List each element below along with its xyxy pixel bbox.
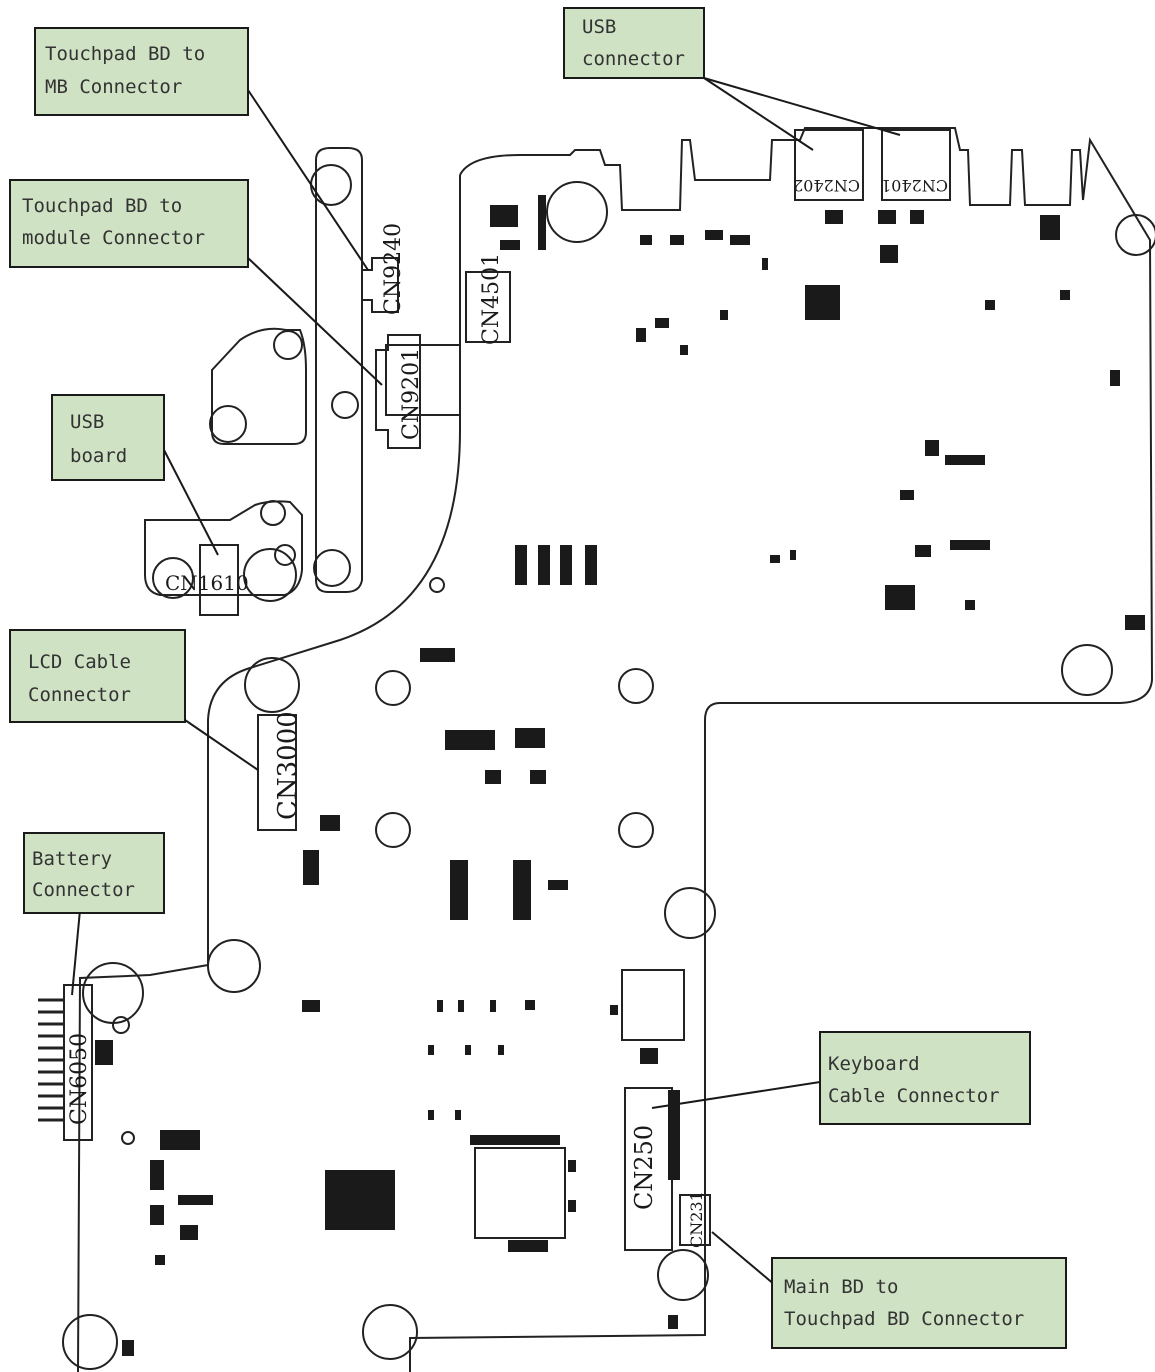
callout-main-touchpad-line2: Touchpad BD Connector <box>784 1308 1024 1330</box>
callout-keyboard-line2: Cable Connector <box>828 1085 1000 1107</box>
callout-touchpad-module-line2: module Connector <box>22 227 205 249</box>
callout-touchpad-mb-line2: MB Connector <box>45 76 182 98</box>
callout-battery: Battery Connector <box>23 832 165 914</box>
callout-usb-connector-line2: connector <box>582 48 685 70</box>
callout-main-touchpad: Main BD to Touchpad BD Connector <box>771 1257 1067 1349</box>
ref-cn250: CN250 <box>630 1125 658 1210</box>
callout-usb-connector-line1: USB <box>582 16 616 38</box>
ref-cn231: CN231 <box>687 1191 706 1248</box>
ref-cn6050: CN6050 <box>67 1033 92 1125</box>
callout-keyboard-line1: Keyboard <box>828 1053 920 1075</box>
mounting-holes <box>62 164 1155 1370</box>
callout-touchpad-module: Touchpad BD to module Connector <box>9 179 249 268</box>
callout-touchpad-module-line1: Touchpad BD to <box>22 195 182 217</box>
battery-pins <box>38 998 64 1122</box>
callout-usb-board: USB board <box>51 394 165 481</box>
callout-lcd-cable-line1: LCD Cable <box>28 651 131 673</box>
ref-cn9240: CN9240 <box>381 223 406 315</box>
leader-lines <box>71 77 901 1286</box>
smd-components <box>95 195 1145 1356</box>
callout-battery-line1: Battery <box>32 848 112 870</box>
callout-main-touchpad-line1: Main BD to <box>784 1276 898 1298</box>
ref-cn3000: CN3000 <box>273 711 303 820</box>
callout-usb-connector: USB connector <box>563 7 705 79</box>
board-outline <box>77 127 1154 1372</box>
callout-usb-board-line1: USB <box>70 411 104 433</box>
ref-cn4501: CN4501 <box>479 253 504 345</box>
callout-usb-board-line2: board <box>70 445 127 467</box>
callout-lcd-cable-line2: Connector <box>28 684 131 706</box>
ref-cn2402: CN2402 <box>793 176 860 195</box>
callout-touchpad-mb-line1: Touchpad BD to <box>45 43 205 65</box>
callout-keyboard: Keyboard Cable Connector <box>819 1031 1031 1125</box>
ref-cn1610: CN1610 <box>165 571 249 595</box>
ref-cn2401: CN2401 <box>881 176 948 195</box>
ref-cn9201: CN9201 <box>399 348 424 440</box>
callout-touchpad-mb: Touchpad BD to MB Connector <box>34 27 249 116</box>
reference-designators: CN9240 CN9201 CN4501 CN2402 CN2401 CN161… <box>67 176 948 1248</box>
connectors <box>63 129 951 1251</box>
callout-battery-line2: Connector <box>32 879 135 901</box>
callout-lcd-cable: LCD Cable Connector <box>9 629 186 723</box>
